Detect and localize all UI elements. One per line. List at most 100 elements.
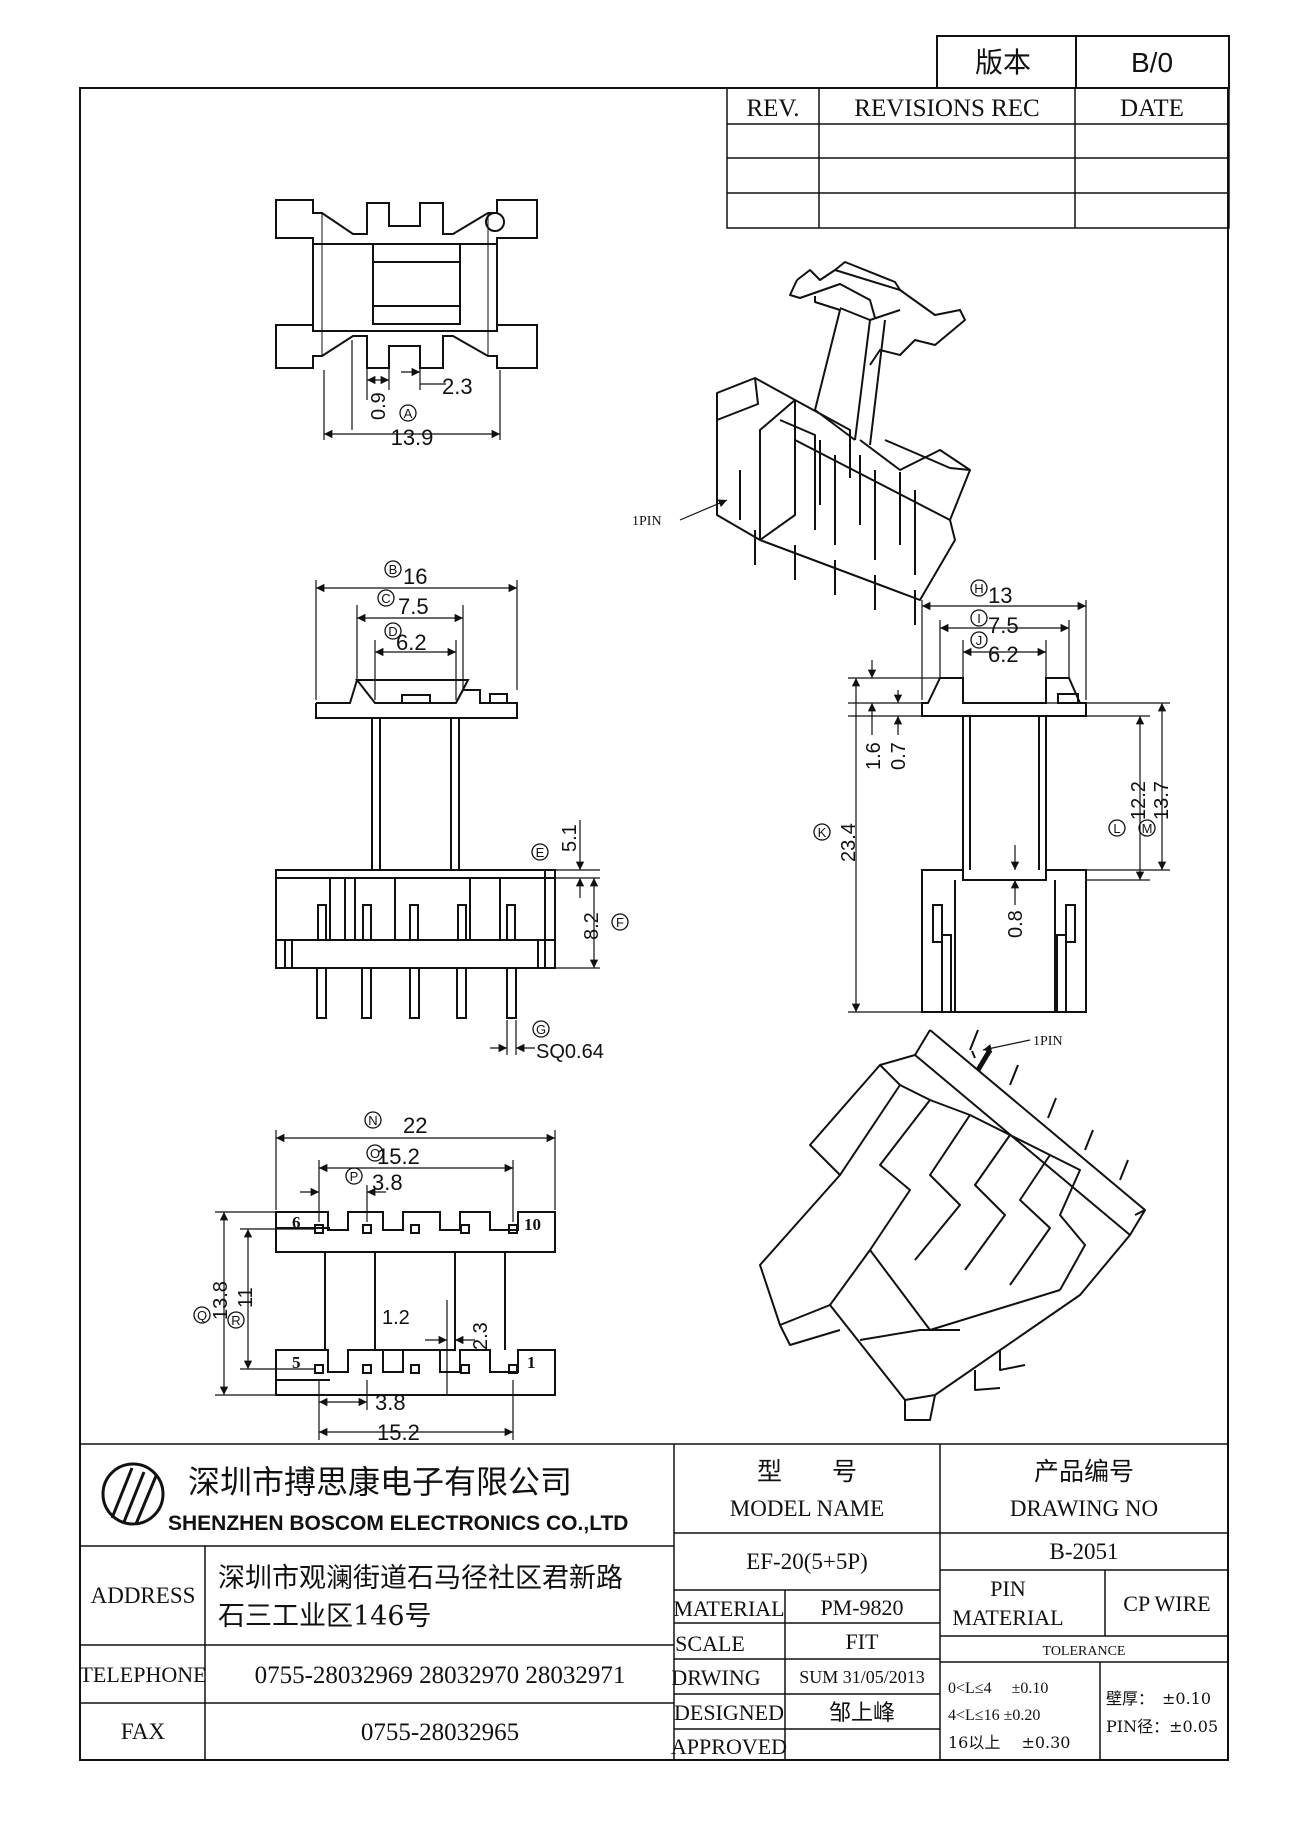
tag-h-circle [970, 579, 988, 597]
drawing-no-label-cn: 产品编号 [1034, 1457, 1134, 1486]
pin-number-10: 10 [524, 1215, 541, 1234]
pin-number-1: 1 [527, 1353, 536, 1372]
bottom-view-dims [215, 1130, 556, 1440]
approved-label: APPROVED [671, 1734, 787, 1759]
top-view-dims [323, 340, 501, 440]
model-value: EF-20(5+5P) [746, 1549, 868, 1574]
tag-p: P [350, 1169, 359, 1184]
dim-bottom-3-8: 3.8 [372, 1170, 403, 1195]
drwing-label: DRWING [671, 1665, 760, 1690]
tolerance-row-2: 4<L≤16 ±0.20 [948, 1707, 1040, 1724]
front-view [275, 679, 556, 1019]
tag-a: A [404, 406, 413, 421]
scale-value: FIT [846, 1629, 880, 1654]
pin1-label-bottom: 1PIN [1033, 1034, 1063, 1049]
tag-e-circle [531, 843, 549, 861]
designed-value: 邹上峰 [829, 1701, 895, 1726]
tag-r: R [231, 1313, 240, 1328]
pin-number-6: 6 [292, 1213, 301, 1232]
dim-side-13: 13 [988, 583, 1012, 608]
tag-p-circle [345, 1167, 363, 1185]
tag-g: G [536, 1022, 546, 1037]
drawing-no-label-en: DRAWING NO [1010, 1496, 1158, 1521]
dim-top-13-9: 13.9 [391, 425, 434, 450]
company-logo [101, 1462, 165, 1526]
dim-bottom-13-8: 13.8 [210, 1281, 232, 1320]
tag-k-circle [813, 823, 831, 841]
tag-r-circle [227, 1311, 245, 1329]
tag-o: O [370, 1146, 380, 1161]
tag-e: E [536, 845, 545, 860]
tag-k: K [818, 825, 827, 840]
tag-g-circle [532, 1020, 550, 1038]
tolerance-title: TOLERANCE [1043, 1644, 1126, 1659]
dim-side-13-7: 13.7 [1151, 781, 1173, 820]
dim-bottom-15-2-lower: 15.2 [377, 1420, 420, 1445]
tag-l: L [1113, 821, 1120, 836]
top-view [275, 199, 538, 369]
tag-j: J [976, 633, 983, 648]
tag-h: H [974, 581, 983, 596]
pin1-leader-top [679, 499, 728, 521]
designed-label: DESIGNED [674, 1700, 784, 1725]
pin-material-label-2: MATERIAL [952, 1605, 1063, 1630]
tag-b-circle [384, 560, 402, 578]
pin-number-5: 5 [292, 1353, 301, 1372]
dim-front-16: 16 [403, 564, 427, 589]
fax-label: FAX [121, 1719, 166, 1744]
drawing-frame [79, 87, 1229, 1761]
version-value: B/0 [1131, 47, 1173, 78]
address-line2: 石三工业区146号 [218, 1601, 432, 1632]
company-name-cn: 深圳市搏思康电子有限公司 [188, 1463, 572, 1501]
tag-i: I [977, 611, 981, 626]
date-header: DATE [1120, 95, 1184, 122]
address-line1: 深圳市观澜街道石马径社区君新路 [218, 1563, 623, 1594]
isometric-view-bottom [759, 1029, 1146, 1421]
tag-a-circle [399, 404, 417, 422]
dim-front-5-1: 5.1 [559, 824, 581, 852]
dim-front-sq0-64: SQ0.64 [536, 1041, 604, 1063]
bottom-view [275, 1211, 556, 1396]
rev-header: REV. [746, 95, 799, 122]
tolerance-pin: PIN径：±0.05 [1106, 1717, 1218, 1736]
pin1-marker-bottom [975, 1048, 993, 1072]
drwing-value: SUM 31/05/2013 [799, 1667, 925, 1687]
title-block [80, 1443, 1228, 1760]
scale-label: SCALE [675, 1631, 745, 1656]
dim-bottom-15-2: 15.2 [377, 1144, 420, 1169]
tag-m: M [1142, 821, 1153, 836]
tag-c-circle [377, 589, 395, 607]
tag-d-circle [384, 622, 402, 640]
pin1-label-top: 1PIN [632, 514, 662, 529]
drawing-no-value: B-2051 [1050, 1539, 1119, 1564]
side-view [921, 677, 1087, 1013]
tolerance-wall: 壁厚： ±0.10 [1106, 1689, 1211, 1708]
dim-front-8-2: 8.2 [581, 912, 603, 940]
tolerance-row-1: 0<L≤4 ±0.10 [948, 1680, 1048, 1697]
dim-bottom-11: 11 [235, 1287, 257, 1308]
tolerance-row-3: 16以上 ±0.30 [948, 1733, 1070, 1752]
dim-side-0-7: 0.7 [888, 742, 910, 770]
tag-q: Q [197, 1308, 207, 1323]
model-label-en: MODEL NAME [730, 1496, 884, 1521]
isometric-view-top [716, 261, 971, 625]
material-label: MATERIAL [673, 1596, 784, 1621]
dim-side-6-2: 6.2 [988, 642, 1019, 667]
dim-bottom-22: 22 [403, 1113, 427, 1138]
tag-d: D [388, 624, 397, 639]
tag-n-circle [364, 1111, 382, 1129]
company-name-en: SHENZHEN BOSCOM ELECTRONICS CO.,LTD [168, 1512, 628, 1535]
revisions-table [726, 87, 1230, 229]
pin1-leader-bottom [982, 1039, 1031, 1053]
tag-j-circle [970, 631, 988, 649]
revisions-rec-header: REVISIONS REC [854, 95, 1039, 122]
tag-l-circle [1108, 819, 1126, 837]
dim-side-12-2: 12.2 [1128, 781, 1150, 820]
dim-bottom-3-8-lower: 3.8 [375, 1390, 406, 1415]
dim-front-7-5: 7.5 [398, 594, 429, 619]
telephone-label: TELEPHONE [79, 1662, 206, 1687]
dim-bottom-2-3: 2.3 [470, 1322, 492, 1350]
tag-o-circle [366, 1144, 384, 1162]
dim-side-1-6: 1.6 [863, 742, 885, 770]
